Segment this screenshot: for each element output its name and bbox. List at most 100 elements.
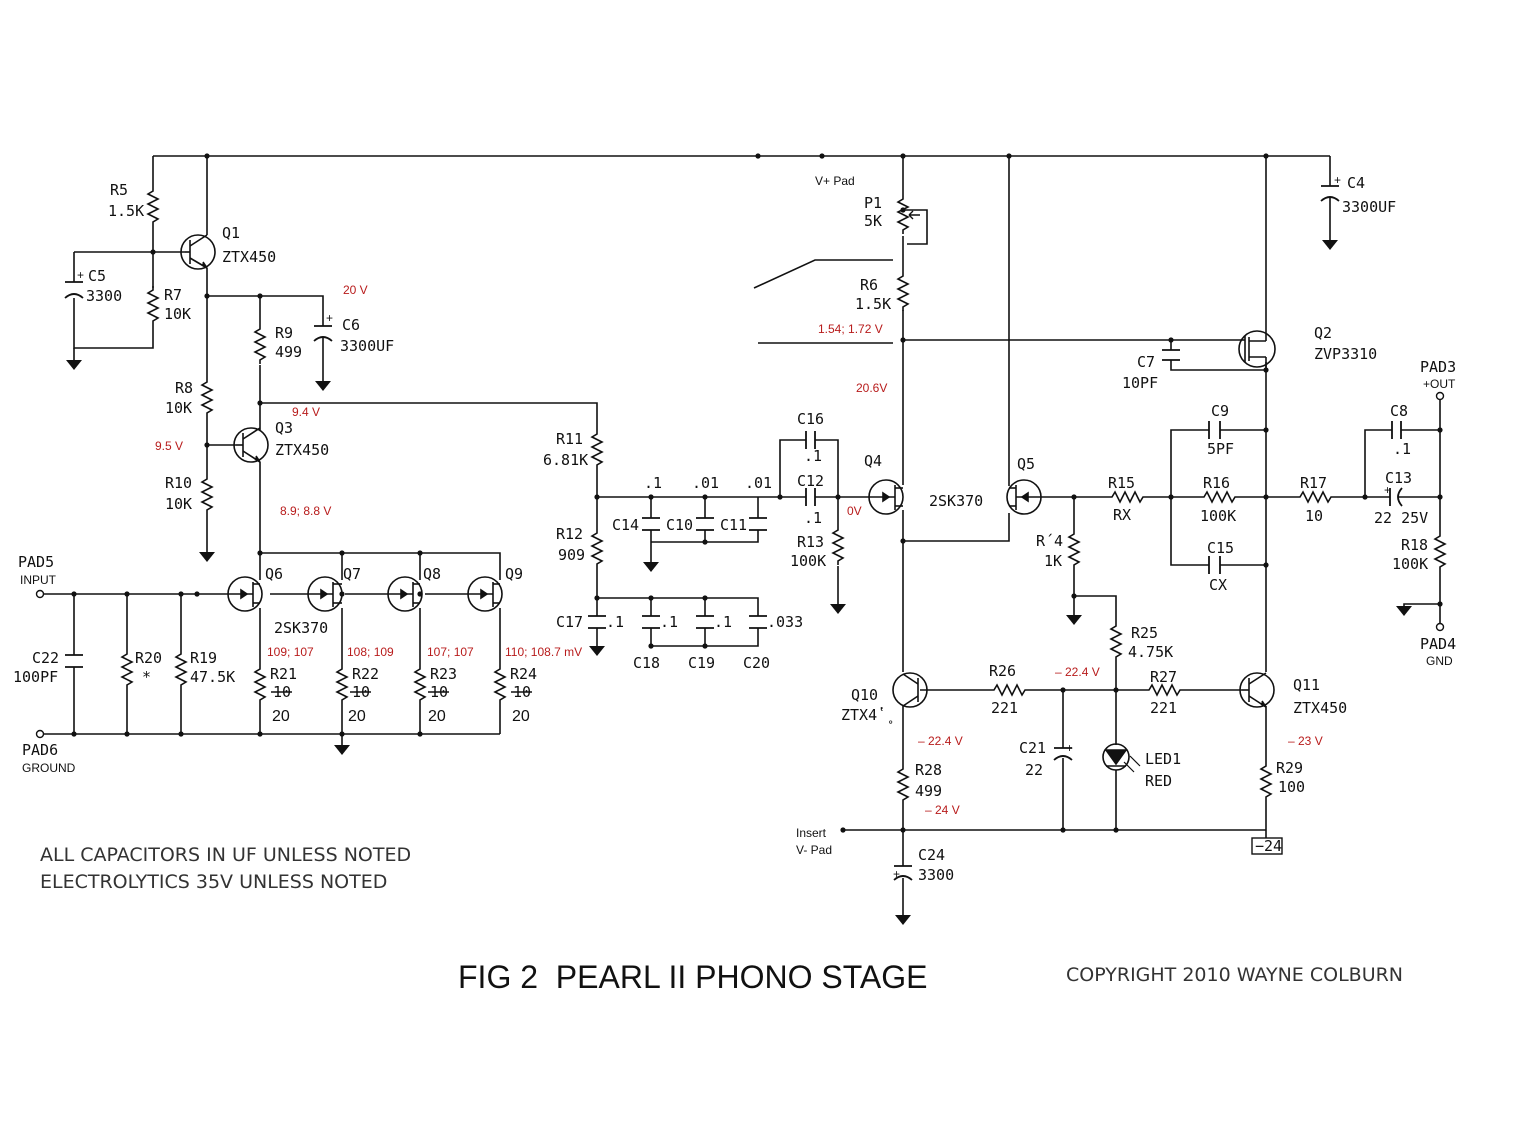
label-R14-value: 1K <box>1044 552 1062 570</box>
label-R29-ref: R29 <box>1276 759 1303 777</box>
label-C10-ref: C10 <box>666 516 693 534</box>
label-C18-ref: C18 <box>633 654 660 672</box>
label-R8-ref: R8 <box>175 379 193 397</box>
label-R18-value: 100K <box>1392 555 1428 573</box>
label-R25-ref: R25 <box>1131 624 1158 642</box>
replacement-values: 20 20 20 20 <box>272 708 530 725</box>
r24-new-value: 20 <box>512 708 530 725</box>
label-C16-ref: C16 <box>797 410 824 428</box>
label-R19-value: 47.5K <box>190 668 235 686</box>
label-Q7-ref: Q7 <box>343 565 361 583</box>
label-C9-value: 5PF <box>1207 440 1234 458</box>
capacitors <box>64 185 1403 881</box>
label-Q2-value: ZVP3310 <box>1314 345 1377 363</box>
voltage-r26: – 22.4 V <box>1055 665 1100 679</box>
label-C15-value: CX <box>1209 576 1227 594</box>
label-R25-value: 4.75K <box>1128 643 1173 661</box>
label-C22-value: 100PF <box>13 668 58 686</box>
label-C15-ref: C15 <box>1207 539 1234 557</box>
pad6-desc: GROUND <box>22 761 76 775</box>
svg-text:+: + <box>893 867 900 881</box>
label-R17-ref: R17 <box>1300 474 1327 492</box>
label-R16-ref: R16 <box>1203 474 1230 492</box>
voltage-q1-emitter: 20 V <box>343 283 368 297</box>
pad6-name: PAD6 <box>22 741 58 759</box>
label-C12-value: .1 <box>804 509 822 527</box>
label-C19-ref: C19 <box>688 654 715 672</box>
label-C8-value: .1 <box>1393 440 1411 458</box>
label-Q9-ref: Q9 <box>505 565 523 583</box>
label-C11-value: .01 <box>745 474 772 492</box>
label-R16-value: 100K <box>1200 507 1236 525</box>
svg-text:+: + <box>77 268 84 282</box>
label-R22-ref: R22 <box>352 665 379 683</box>
voltage-annotations: 20 V 1.54; 1.72 V 20.6V 9.4 V 9.5 V 8.9;… <box>155 283 1323 817</box>
label-Q2-ref: Q2 <box>1314 324 1332 342</box>
label-Q10-ref: Q10 <box>851 686 878 704</box>
label-Q3-ref: Q3 <box>275 419 293 437</box>
label-R5-ref: R5 <box>110 181 128 199</box>
svg-text:+: + <box>1066 741 1073 755</box>
label-R20-ref: R20 <box>135 649 162 667</box>
label-R9-ref: R9 <box>275 324 293 342</box>
r22-new-value: 20 <box>348 708 366 725</box>
label-R9-value: 499 <box>275 343 302 361</box>
label-R19-ref: R19 <box>190 649 217 667</box>
label-C21-ref: C21 <box>1019 739 1046 757</box>
wires <box>40 155 1441 915</box>
label-R27-ref: R27 <box>1150 668 1177 686</box>
label-C19-value: .1 <box>714 613 732 631</box>
label-R15-ref: R15 <box>1108 474 1135 492</box>
label-C7-ref: C7 <box>1137 353 1155 371</box>
label-C7-value: 10PF <box>1122 374 1158 392</box>
label-R14-ref: R´4 <box>1036 532 1063 550</box>
label-Q4-ref: Q4 <box>864 452 882 470</box>
voltage-r28-bottom: – 24 V <box>925 803 960 817</box>
voltage-r21: 109; 107 <box>267 645 314 659</box>
component-labels: R5 1.5K Q1 ZTX450 C5 3300 R7 10K R9 499 … <box>13 174 1428 884</box>
label-R5-value: 1.5K <box>108 202 144 220</box>
voltage-q3-collector: 9.4 V <box>292 405 320 419</box>
label-C5-ref: C5 <box>88 267 106 285</box>
pad-terminals <box>35 391 1445 855</box>
vplus-pad-label: V+ Pad <box>815 174 855 188</box>
label-C13-value: 22 25V <box>1374 509 1428 527</box>
label-LED1-ref: LED1 <box>1145 750 1181 768</box>
label-C24-ref: C24 <box>918 846 945 864</box>
svg-text:+: + <box>326 311 333 325</box>
label-C4-ref: C4 <box>1347 174 1365 192</box>
label-R21-ref: R21 <box>270 665 297 683</box>
voltage-q3-emitter: 8.9; 8.8 V <box>280 504 331 518</box>
label-R8-value: 10K <box>165 399 192 417</box>
voltage-q11-emitter: – 23 V <box>1288 734 1323 748</box>
r23-new-value: 20 <box>428 708 446 725</box>
r21-new-value: 20 <box>272 708 290 725</box>
label-Q8-ref: Q8 <box>423 565 441 583</box>
label-C4-value: 3300UF <box>1342 198 1396 216</box>
label-LED1-value: RED <box>1145 772 1172 790</box>
label-C8-ref: C8 <box>1390 402 1408 420</box>
label-C17-value: .1 <box>606 613 624 631</box>
label-P1-ref: P1 <box>864 194 882 212</box>
minus24-label: −24 <box>1255 837 1282 855</box>
pad5-desc: INPUT <box>20 573 57 587</box>
label-C18-value: .1 <box>660 613 678 631</box>
label-Q11-value: ZTX450 <box>1293 699 1347 717</box>
vminus-pad-label: V- Pad <box>796 843 832 857</box>
pad4-name: PAD4 <box>1420 635 1456 653</box>
pad4-desc: GND <box>1426 654 1453 668</box>
label-C5-value: 3300 <box>86 287 122 305</box>
label-C10-value: .01 <box>692 474 719 492</box>
insert-label: Insert <box>796 826 827 840</box>
label-R10-value: 10K <box>165 495 192 513</box>
label-R13-ref: R13 <box>797 533 824 551</box>
label-Q1-value: ZTX450 <box>222 248 276 266</box>
label-P1-value: 5K <box>864 212 882 230</box>
label-R20-value: * <box>142 668 151 686</box>
label-R12-ref: R12 <box>556 525 583 543</box>
label-R11-value: 6.81K <box>543 451 588 469</box>
label-R11-ref: R11 <box>556 430 583 448</box>
label-R17-value: 10 <box>1305 507 1323 525</box>
label-2SK370-q45: 2SK370 <box>929 492 983 510</box>
